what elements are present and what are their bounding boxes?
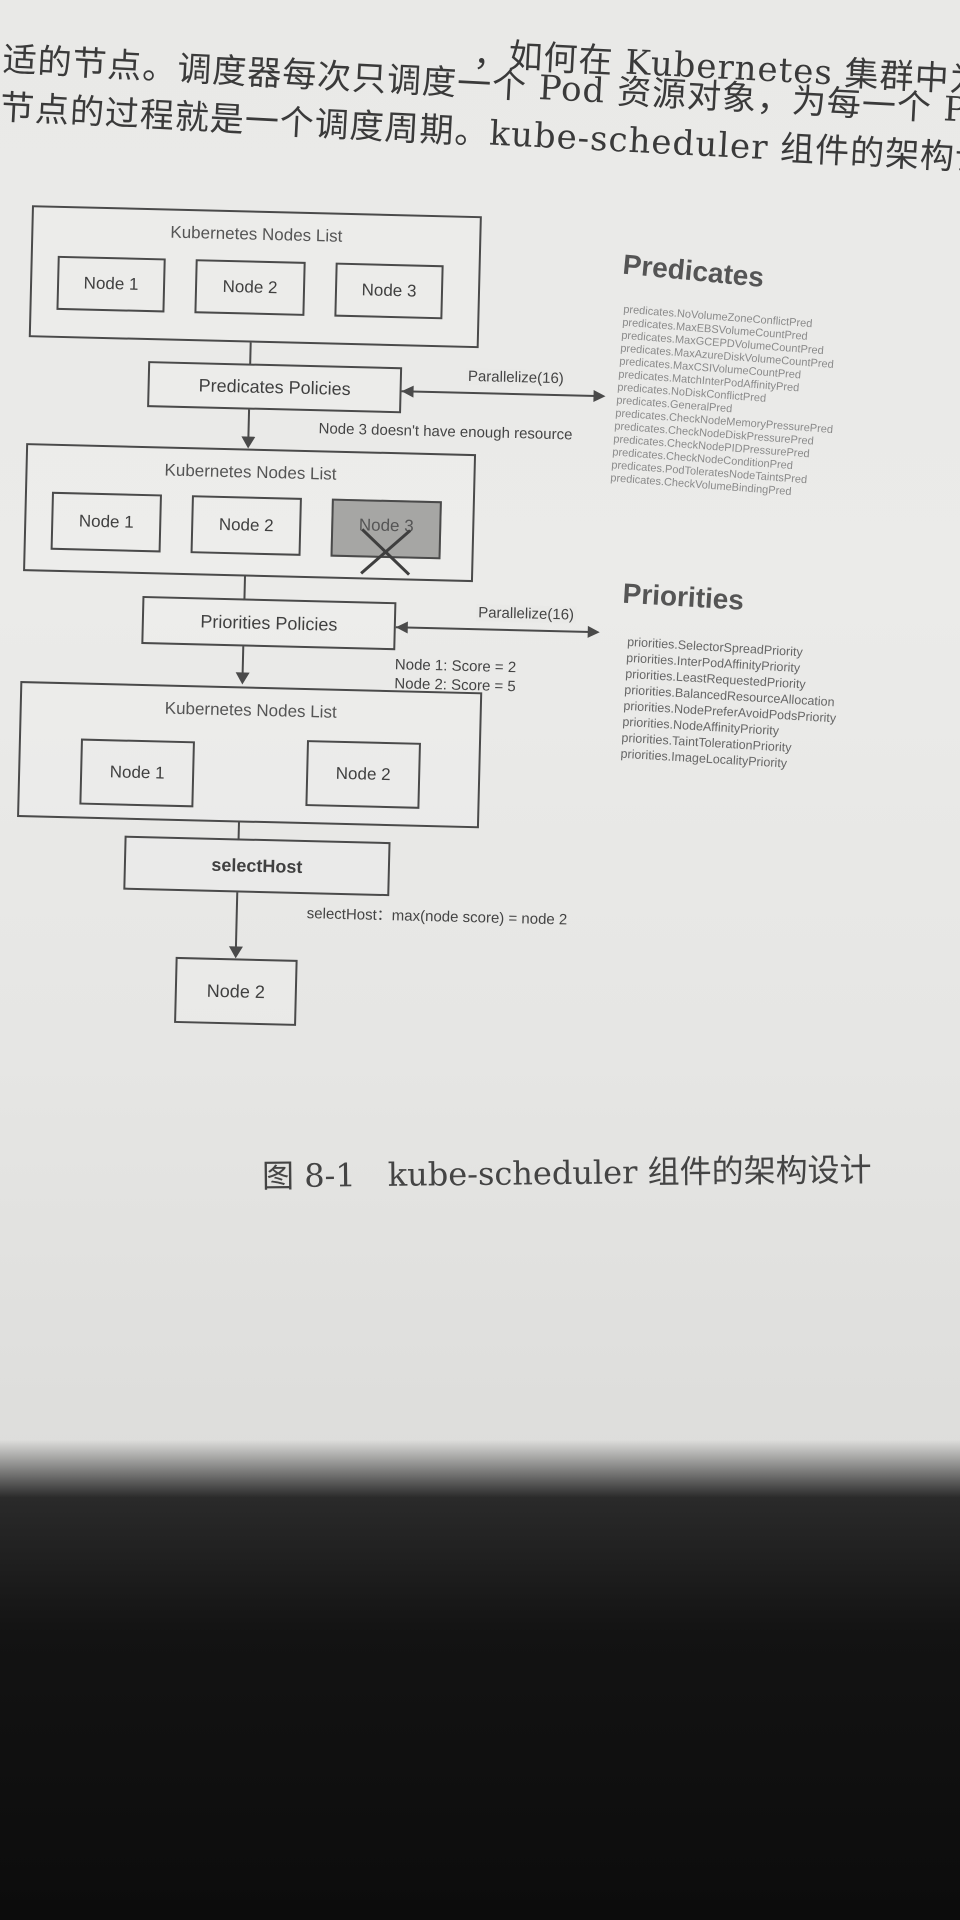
score-node1: Node 1: Score = 2 <box>394 656 517 677</box>
select-host-box: selectHost <box>123 835 391 897</box>
nodes-list-title: Kubernetes Nodes List <box>170 222 343 246</box>
parallelize-arrow <box>401 390 602 398</box>
note-node3: Node 3 doesn't have enough resource <box>318 420 573 444</box>
arrowhead <box>401 385 414 398</box>
connector <box>234 892 239 951</box>
node-box: Node 2 <box>194 259 306 316</box>
node-box: Node 1 <box>56 255 166 313</box>
background-shadow <box>0 1440 960 1920</box>
node-box: Node 2 <box>190 495 302 556</box>
connector <box>247 409 251 440</box>
arrowhead <box>587 625 600 639</box>
predicates-policies-box: Predicates Policies <box>147 361 403 414</box>
parallelize-label: Parallelize(16) <box>465 367 566 388</box>
node-box: Node 1 <box>50 491 162 553</box>
scheduler-diagram: Kubernetes Nodes List Node 1 Node 2 Node… <box>1 205 960 1168</box>
node-box: Node 2 <box>305 740 421 809</box>
excluded-cross-icon <box>360 528 412 576</box>
figure-caption: 图 8-1 kube-scheduler 组件的架构设计 <box>261 1150 872 1196</box>
nodes-list-title: Kubernetes Nodes List <box>164 698 337 722</box>
priorities-title: Priorities <box>621 577 745 616</box>
book-page: ，如何在 Kubernetes 集群中为一个 适的节点。调度器每次只调度一个 P… <box>0 0 960 1502</box>
nodes-list-stage-2: Kubernetes Nodes List Node 1 Node 2 Node… <box>23 443 477 583</box>
arrowhead <box>235 672 250 685</box>
connector <box>243 576 246 601</box>
nodes-list-stage-3: Kubernetes Nodes List Node 1 Node 2 <box>17 681 483 829</box>
arrowhead <box>395 621 408 634</box>
node-box: Node 1 <box>79 738 195 808</box>
predicates-title: Predicates <box>621 248 766 293</box>
parallelize-label: Parallelize(16) <box>475 604 577 624</box>
body-text: ，如何在 Kubernetes 集群中为一个 适的节点。调度器每次只调度一个 P… <box>0 0 960 217</box>
parallelize-arrow <box>395 626 596 634</box>
nodes-list-title: Kubernetes Nodes List <box>164 460 337 484</box>
arrowhead <box>241 436 256 449</box>
nodes-list-stage-1: Kubernetes Nodes List Node 1 Node 2 Node… <box>28 205 482 349</box>
connector <box>249 342 252 365</box>
node-box: Node 3 <box>334 262 444 320</box>
arrowhead <box>593 389 606 403</box>
arrowhead <box>228 946 243 959</box>
priorities-policies-box: Priorities Policies <box>141 596 397 651</box>
select-host-note: selectHost：max(node score) = node 2 <box>306 905 568 929</box>
result-node-box: Node 2 <box>174 956 298 1026</box>
